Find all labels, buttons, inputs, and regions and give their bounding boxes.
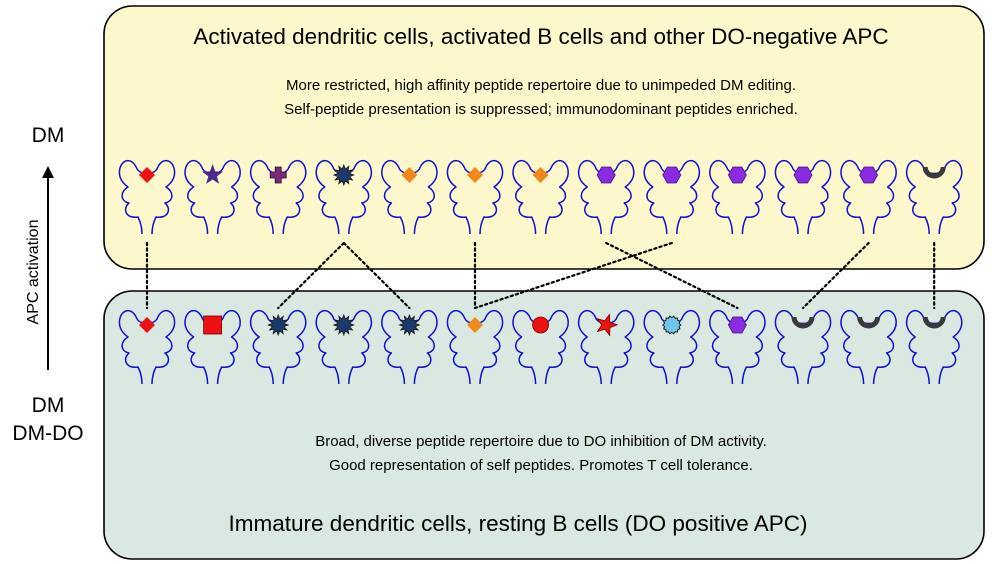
top-mhc-5 [381,159,438,235]
top-mhc-12 [840,159,897,235]
bottom-mhc-8 [577,309,635,385]
top-orange-diamond-peptide-7 [532,167,549,183]
bottom-red-circle-peptide-7 [532,316,549,334]
dm-top-label: DM [32,124,65,147]
top-purple-cross-peptide-3 [269,166,287,184]
bottom-mhc-2 [184,309,241,385]
bottom-mhc-12 [840,309,897,385]
top-mhc-7 [512,159,569,235]
connector-line-6 [605,241,739,310]
top-red-diamond-peptide-1 [139,167,155,183]
bottom-panel-description-line-1: Broad, diverse peptide repertoire due to… [315,433,767,450]
top-panel-description-line-2: Self-peptide presentation is suppressed;… [284,101,798,118]
bottom-mhc-9 [643,309,701,385]
dm-bottom-label: DM [32,394,65,417]
bottom-red-diamond-peptide-1 [139,317,155,333]
bottom-mhc-4 [315,309,373,385]
bottom-lightblue-circle-peptide-9 [662,315,682,335]
bottom-panel-description-line-2: Good representation of self peptides. Pr… [329,457,753,474]
top-mhc-11 [774,159,832,235]
dm-do-label: DM-DO [12,422,83,445]
top-mhc-8 [577,159,635,235]
bottom-mhc-11 [774,309,832,385]
top-purple-star-peptide-2 [202,164,224,184]
top-violet-hexagon-peptide-10 [727,166,747,184]
top-mhc-1 [118,159,176,235]
bottom-mhc-5 [381,309,438,385]
bottom-mhc-1 [118,309,176,385]
bottom-navy-burst-peptide-4 [332,313,355,337]
connector-line-2 [277,241,345,310]
connector-line-5 [473,241,673,310]
apc-activation-label: APC activation [25,220,42,325]
bottom-panel [103,290,985,560]
bottom-mhc-6 [446,309,504,385]
top-gray-horseshoe-peptide-13 [922,166,946,179]
top-mhc-9 [643,159,701,235]
top-violet-hexagon-peptide-11 [793,166,813,184]
connector-lines [145,241,936,310]
top-navy-burst-peptide-4 [332,163,355,187]
top-mhc-4 [315,159,373,235]
top-violet-hexagon-peptide-8 [596,166,616,184]
top-mhc-13 [905,159,963,235]
connector-line-7 [801,241,870,310]
top-mhc-6 [446,159,504,235]
bottom-navy-burst-peptide-3 [267,313,290,337]
top-panel-description-line-1: More restricted, high affinity peptide r… [286,77,796,94]
top-orange-diamond-peptide-5 [401,167,418,183]
bottom-orange-diamond-peptide-6 [467,317,483,333]
bottom-mhc-3 [249,309,307,385]
bottom-mhc-row [118,309,963,385]
bottom-panel-title: Immature dendritic cells, resting B cell… [229,511,808,536]
bottom-gray-horseshoe-peptide-12 [857,316,881,329]
top-panel-title: Activated dendritic cells, activated B c… [193,24,888,49]
bottom-violet-hexagon-peptide-10 [727,316,747,334]
top-violet-hexagon-peptide-9 [662,166,682,184]
top-violet-hexagon-peptide-12 [859,166,879,184]
bottom-gray-horseshoe-peptide-11 [791,316,815,329]
top-mhc-row [118,159,963,235]
top-mhc-3 [249,159,307,235]
connector-line-3 [342,241,411,310]
bottom-gray-horseshoe-peptide-13 [922,316,946,329]
bottom-mhc-10 [709,309,766,385]
bottom-mhc-7 [512,309,569,385]
bottom-navy-burst-peptide-5 [398,313,421,337]
bottom-mhc-13 [905,309,963,385]
top-mhc-10 [709,159,766,235]
top-orange-diamond-peptide-6 [467,167,483,183]
top-mhc-2 [184,159,241,235]
bottom-red-square-peptide-2 [203,315,223,335]
bottom-red-star-peptide-8 [596,313,619,337]
